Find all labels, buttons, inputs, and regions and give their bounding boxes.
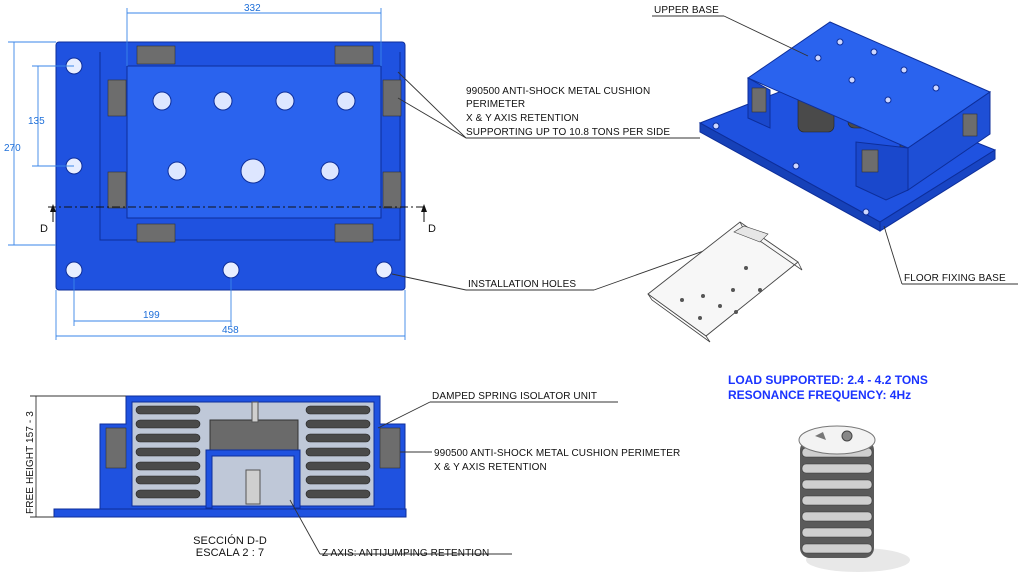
resonance-frequency: RESONANCE FREQUENCY: 4Hz: [728, 388, 911, 402]
damped-spring-label: DAMPED SPRING ISOLATOR UNIT: [432, 391, 597, 402]
cushion-line-3: X & Y AXIS RETENTION: [466, 113, 579, 124]
cushion-line-4: SUPPORTING UP TO 10.8 TONS PER SIDE: [466, 127, 670, 138]
spring-isolator-render: [798, 425, 910, 572]
installation-holes-label: INSTALLATION HOLES: [468, 279, 576, 290]
callout-damped-spring: DAMPED SPRING ISOLATOR UNIT: [377, 391, 618, 429]
installation-hole: [222, 261, 240, 279]
section-mark-right: D: [428, 223, 436, 235]
callout-z-axis: Z AXIS: ANTIJUMPING RETENTION: [289, 499, 512, 559]
cushion-pad: [136, 45, 176, 65]
free-height-dimension: FREE HEIGHT 157 - 3: [25, 395, 126, 518]
load-supported: LOAD SUPPORTED: 2.4 - 4.2 TONS: [728, 373, 928, 387]
bolt-hole: [213, 91, 233, 111]
section-springs: [135, 405, 371, 499]
cushion-pad: [107, 79, 127, 117]
bolt-hole: [167, 161, 187, 181]
upper-plate: [126, 65, 382, 219]
bolt-hole: [275, 91, 295, 111]
isometric-assembly: [698, 21, 997, 232]
wireframe-bracket: [647, 221, 803, 343]
installation-hole: [65, 261, 83, 279]
plan-view: D D 332 270 135 199 458: [4, 3, 436, 340]
cushion-pad: [136, 223, 176, 243]
installation-hole: [375, 261, 393, 279]
cushion-pad: [334, 223, 374, 243]
cushion-pad: [334, 45, 374, 65]
cushion-pad: [107, 171, 127, 209]
section-title: SECCIÓN D-D ESCALA 2 : 7: [193, 534, 267, 559]
cushion-pad: [382, 171, 402, 209]
dim-total-height: 270: [4, 143, 21, 154]
callout-cushion-top: 990500 ANTI-SHOCK METAL CUSHION PERIMETE…: [397, 71, 700, 139]
cushion-line-2: PERIMETER: [466, 99, 525, 110]
bolt-hole: [320, 161, 340, 181]
bolt-hole: [152, 91, 172, 111]
bolt-hole: [240, 158, 266, 184]
dim-top-width: 332: [244, 3, 261, 14]
dim-bottom-width: 458: [222, 325, 239, 336]
z-axis-label: Z AXIS: ANTIJUMPING RETENTION: [322, 548, 489, 559]
section-mark-left: D: [40, 223, 48, 235]
cushion2-line-1: 990500 ANTI-SHOCK METAL CUSHION PERIMETE…: [434, 448, 680, 459]
retainer-outline: [99, 52, 401, 241]
upper-base-label: UPPER BASE: [654, 5, 719, 16]
callout-floor-base: FLOOR FIXING BASE: [883, 225, 1018, 285]
cushion-pad: [382, 79, 402, 117]
section-title-text: SECCIÓN D-D: [193, 534, 267, 547]
callout-cushion-section: 990500 ANTI-SHOCK METAL CUSHION PERIMETE…: [400, 448, 680, 473]
bolt-hole: [336, 91, 356, 111]
dim-bottom-offset: 199: [143, 310, 160, 321]
section-scale-text: ESCALA 2 : 7: [196, 547, 264, 559]
floor-base-label: FLOOR FIXING BASE: [904, 273, 1006, 284]
free-height-label: FREE HEIGHT 157 - 3: [25, 411, 36, 514]
specs-block: LOAD SUPPORTED: 2.4 - 4.2 TONS RESONANCE…: [728, 373, 928, 402]
cushion-line-1: 990500 ANTI-SHOCK METAL CUSHION: [466, 86, 650, 97]
cushion2-line-2: X & Y AXIS RETENTION: [434, 462, 547, 473]
section-view: [53, 395, 407, 518]
dim-inner-height: 135: [28, 116, 45, 127]
callout-upper-base: UPPER BASE: [652, 5, 809, 57]
